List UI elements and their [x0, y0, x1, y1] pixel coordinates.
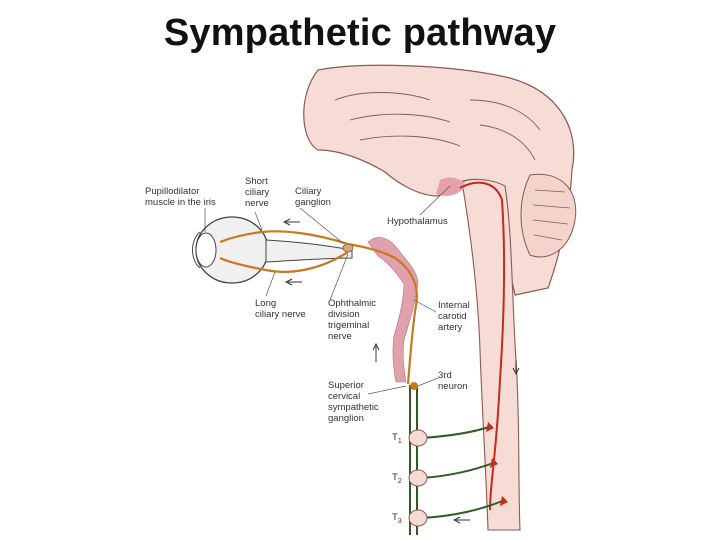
ganglion-t2: [408, 469, 428, 487]
label-internal-carotid: Internal carotid artery: [438, 300, 472, 333]
label-t1: T1: [392, 432, 402, 445]
cornea: [192, 231, 201, 269]
label-ciliary-ganglion: Ciliary ganglion: [295, 186, 331, 208]
label-superior-cervical-line2: cervical: [328, 391, 360, 402]
leader-ciliary-ganglion: [299, 207, 345, 245]
leader-ophthalmic: [329, 253, 349, 301]
short-ciliary-nerve-path: [219, 230, 349, 246]
leader-hypothalamus: [419, 185, 451, 216]
cerebellum: [520, 173, 577, 258]
iris: [195, 232, 217, 268]
leader-third-neuron: [417, 377, 439, 387]
label-ophthalmic: Ophthalmic division trigeminal nerve: [328, 298, 379, 342]
label-pupillodilator-line2: muscle in the iris: [145, 197, 216, 208]
arrowhead-t3: [500, 496, 508, 506]
brain-sulcus: [334, 92, 541, 161]
leader-internal-carotid: [413, 299, 437, 313]
arrowhead-t1: [486, 422, 494, 432]
arrowhead-t2: [490, 458, 498, 468]
label-long-ciliary-line2: ciliary nerve: [255, 309, 306, 320]
label-t1-sub: 1: [398, 438, 402, 445]
arrow-chain-up: [372, 342, 380, 362]
label-ciliary-ganglion-line1: Ciliary: [295, 186, 322, 197]
label-internal-carotid-line3: artery: [438, 322, 463, 333]
internal-carotid-artery: [367, 237, 419, 383]
label-pupillodilator-line1: Pupillodilator: [145, 186, 199, 197]
label-third-neuron-line1: 3rd: [438, 370, 452, 381]
label-short-ciliary-line1: Short: [245, 176, 268, 187]
label-long-ciliary-line1: Long: [255, 298, 276, 309]
label-superior-cervical-line4: ganglion: [328, 413, 364, 424]
slide-title: Sympathetic pathway: [163, 12, 557, 54]
flow-arrows: [282, 218, 520, 524]
ganglion-t3: [408, 509, 428, 527]
leader-superior-cervical: [367, 385, 407, 395]
hypothalamus-region: [436, 177, 466, 196]
label-superior-cervical-line1: Superior: [328, 380, 364, 391]
label-t3-letter: T: [392, 512, 398, 523]
leader-long-ciliary: [265, 271, 276, 297]
optic-nerve: [265, 239, 353, 263]
t1-ramus: [421, 425, 493, 439]
label-superior-cervical-line3: sympathetic: [328, 402, 379, 413]
label-t2-letter: T: [392, 472, 398, 483]
arrow-t3-left: [452, 516, 470, 524]
ophthalmic-nerve-path: [347, 242, 418, 385]
label-ophthalmic-line1: Ophthalmic: [328, 298, 376, 309]
brainstem-spinal-cord: [461, 178, 521, 531]
label-internal-carotid-line2: carotid: [438, 311, 467, 322]
label-ophthalmic-line3: trigeminal: [328, 320, 369, 331]
label-t3-sub: 3: [398, 518, 402, 525]
postganglionic-nerves: [219, 230, 418, 385]
label-ciliary-ganglion-line2: ganglion: [295, 197, 331, 208]
arrow-long-ciliary: [284, 278, 302, 286]
first-order-neuron: [459, 181, 506, 511]
label-long-ciliary: Long ciliary nerve: [255, 298, 306, 320]
arrow-spinal-down: [512, 360, 520, 376]
label-hypothalamus-line1: Hypothalamus: [387, 216, 448, 227]
ganglion-t1: [408, 429, 428, 447]
label-short-ciliary-line2: ciliary: [245, 187, 270, 198]
label-t3: T3: [392, 512, 402, 525]
label-short-ciliary-line3: nerve: [245, 198, 269, 209]
label-superior-cervical: Superior cervical sympathetic ganglion: [328, 380, 381, 424]
t3-ramus: [421, 499, 506, 519]
arrow-short-ciliary: [282, 218, 300, 226]
label-internal-carotid-line1: Internal: [438, 300, 470, 311]
label-pupillodilator: Pupillodilator muscle in the iris: [145, 186, 216, 208]
label-ophthalmic-line4: nerve: [328, 331, 352, 342]
label-t1-letter: T: [392, 432, 398, 443]
t2-ramus: [421, 461, 497, 479]
leader-lines: [204, 185, 451, 395]
label-t2-sub: 2: [398, 478, 402, 485]
label-t2: T2: [392, 472, 402, 485]
label-third-neuron-line2: neuron: [438, 381, 468, 392]
label-third-neuron: 3rd neuron: [438, 370, 468, 392]
third-neuron-cell-body: [410, 382, 418, 390]
long-ciliary-nerve-path: [219, 251, 349, 273]
cerebellum-folia: [532, 189, 571, 241]
label-hypothalamus: Hypothalamus: [387, 216, 448, 227]
label-short-ciliary: Short ciliary nerve: [245, 176, 272, 209]
ciliary-ganglion-node: [342, 243, 354, 253]
leader-short-ciliary: [254, 211, 263, 231]
label-ophthalmic-line2: division: [328, 309, 360, 320]
